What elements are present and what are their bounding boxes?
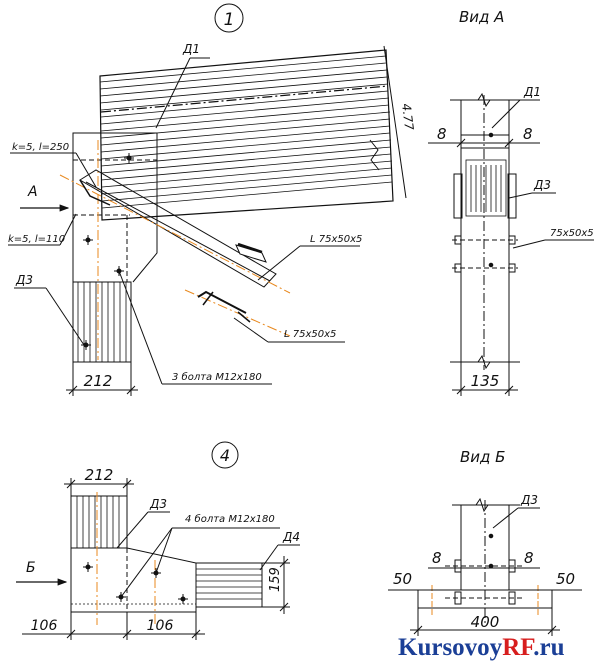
detail-4-d3-label: Д3 <box>149 497 167 511</box>
angle-strut <box>59 169 291 294</box>
detail-4-height-dim: 159 <box>268 567 283 592</box>
view-a-arrow-label: A <box>27 184 38 200</box>
detail-4-number: 4 <box>220 446 230 465</box>
view-b-title: Вид Б <box>460 448 505 466</box>
gusset-plate <box>72 132 158 360</box>
angle-section <box>184 289 291 337</box>
view-a-d3-label: Д3 <box>533 178 551 192</box>
detail-1-number: 1 <box>224 10 235 30</box>
detail-1-number-circle <box>214 3 244 33</box>
view-a-dim-left: 8 <box>437 125 447 143</box>
slope-label: 4.77 <box>399 103 416 132</box>
width-dim: 212 <box>84 372 113 390</box>
view-b-dim-right: 8 <box>524 549 534 567</box>
detail-4-right-dim: 106 <box>147 618 174 634</box>
watermark-text-3: .ru <box>533 634 564 661</box>
weld-top-label: k=5, l=250 <box>12 142 69 153</box>
detail-1: 1 4.77 <box>8 3 416 396</box>
watermark-logo: KursovoyRF.ru <box>398 634 565 661</box>
watermark-text-1: Kursovoy <box>398 634 503 661</box>
view-a-angle-label: 75x50x5 <box>550 228 594 239</box>
detail-4-bolts <box>83 562 188 604</box>
view-a-width-dim: 135 <box>471 372 500 390</box>
view-a-title: Вид А <box>459 8 504 26</box>
weld-bottom-label: k=5, l=110 <box>8 234 65 245</box>
beam-d1 <box>99 49 394 221</box>
bolts-label-1: 3 болта М12x180 <box>172 371 262 383</box>
watermark-text-2: RF <box>502 634 535 661</box>
detail-4-d4-label: Д4 <box>282 530 300 544</box>
view-b-dim-left: 8 <box>432 549 442 567</box>
view-a: Вид А 8 8 Д1 Д3 75x50x5 <box>428 8 594 396</box>
d3-label: Д3 <box>15 273 33 287</box>
detail-4-top-dim: 212 <box>85 466 114 484</box>
detail-4: 4 Б Д <box>16 441 300 640</box>
detail-4-number-circle <box>211 441 239 469</box>
view-b-arrow-label: Б <box>26 560 36 576</box>
view-b-outer-left: 50 <box>393 570 412 588</box>
view-b-width-dim: 400 <box>471 613 500 631</box>
angle-label-2: L 75x50x5 <box>284 329 336 340</box>
view-b-outer-right: 50 <box>556 570 575 588</box>
column-d3 <box>72 281 132 363</box>
view-b-d3-label: Д3 <box>520 493 538 507</box>
view-a-d1-label: Д1 <box>523 85 541 99</box>
angle-label-1: L 75x50x5 <box>310 234 362 245</box>
d1-label: Д1 <box>182 42 200 56</box>
view-b: Вид Б Д3 8 8 50 50 400 <box>388 448 582 636</box>
view-a-dim-right: 8 <box>523 125 533 143</box>
svg-text:KursovoyRF.ru: KursovoyRF.ru <box>398 634 565 661</box>
bolts-label-4: 4 болта М12x180 <box>185 513 275 525</box>
detail-4-left-dim: 106 <box>31 618 58 634</box>
